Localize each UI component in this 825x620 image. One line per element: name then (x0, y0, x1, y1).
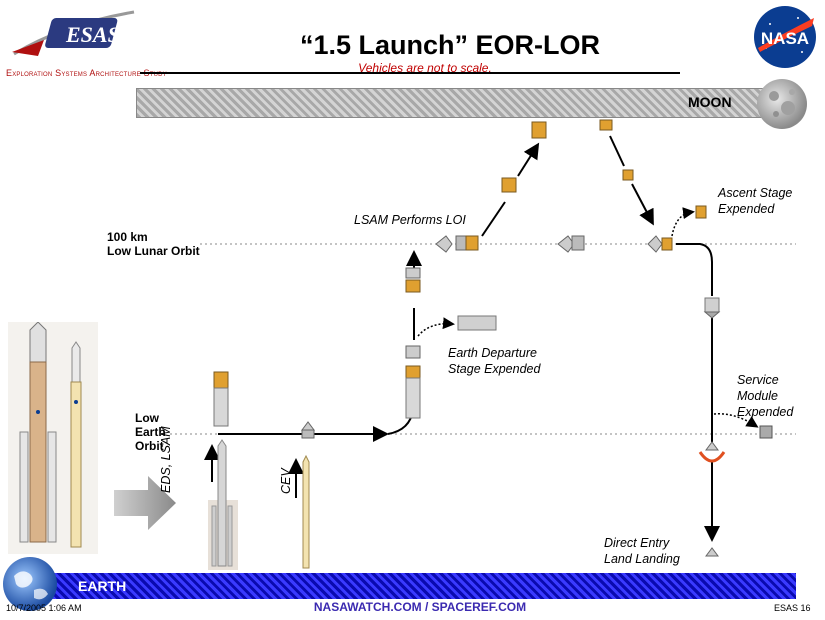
moon-image (756, 78, 808, 130)
expended-ascent-stage (695, 205, 707, 219)
llo-rendezvous (647, 235, 673, 253)
title-rule (140, 72, 680, 74)
esas-caption: Exploration Systems Architecture Study (6, 68, 167, 78)
nasa-logo: NASA (752, 4, 818, 70)
lsam-on-moon (531, 121, 547, 139)
entry-capsule (698, 441, 726, 463)
docked-stack (405, 345, 421, 419)
earth-label: EARTH (78, 578, 127, 594)
esas-logo-text: ESAS (65, 22, 120, 47)
expended-service-module (759, 425, 773, 439)
lsam-descent (501, 177, 517, 193)
ascent-stage-liftoff (599, 119, 613, 131)
cev-launch-vehicle (302, 454, 310, 569)
earth-band (40, 573, 796, 599)
eds-lsam-stack (213, 371, 229, 427)
loi-stack (435, 235, 479, 253)
landed-capsule (705, 547, 719, 557)
eds-lsam-launch-vehicle (208, 439, 238, 570)
nasa-logo-text: NASA (761, 29, 809, 48)
service-module-label: Service Module Expended (737, 373, 794, 419)
footer-timestamp: 10/7/2005 1:06 AM (6, 603, 82, 613)
earth-image (0, 556, 60, 612)
tli-stack (405, 267, 421, 293)
rocket-illustration (8, 321, 98, 554)
earth-orbit-label: Low Earth Orbit (135, 411, 166, 453)
moon-label: MOON (688, 94, 732, 110)
esas-logo: ESAS (4, 4, 144, 68)
page-title: “1.5 Launch” EOR-LOR (299, 30, 601, 60)
progression-arrow (114, 476, 176, 530)
lunar-orbit-label: 100 km Low Lunar Orbit (107, 230, 200, 258)
expended-eds (457, 315, 497, 331)
cev-launch-label: CEV (279, 468, 293, 494)
eds-lsam-launch-label: EDS, LSAM (159, 426, 173, 493)
eds-expended-label: Earth Departure Stage Expended (448, 346, 541, 376)
cev-capsule-leo (301, 421, 315, 439)
direct-entry-label: Direct Entry Land Landing (604, 536, 680, 566)
page-subtitle: Vehicles are not to scale. (358, 61, 492, 75)
ascent-stage-label: Ascent Stage Expended (718, 186, 793, 216)
ascent-stage-rising (622, 169, 634, 181)
footer-page-number: ESAS 16 (774, 603, 811, 613)
footer-source: NASAWATCH.COM / SPACEREF.COM (313, 600, 527, 614)
cev-in-llo (557, 235, 585, 253)
moon-band (136, 88, 778, 118)
lsam-loi-label: LSAM Performs LOI (354, 213, 466, 227)
cev-return (703, 297, 721, 319)
